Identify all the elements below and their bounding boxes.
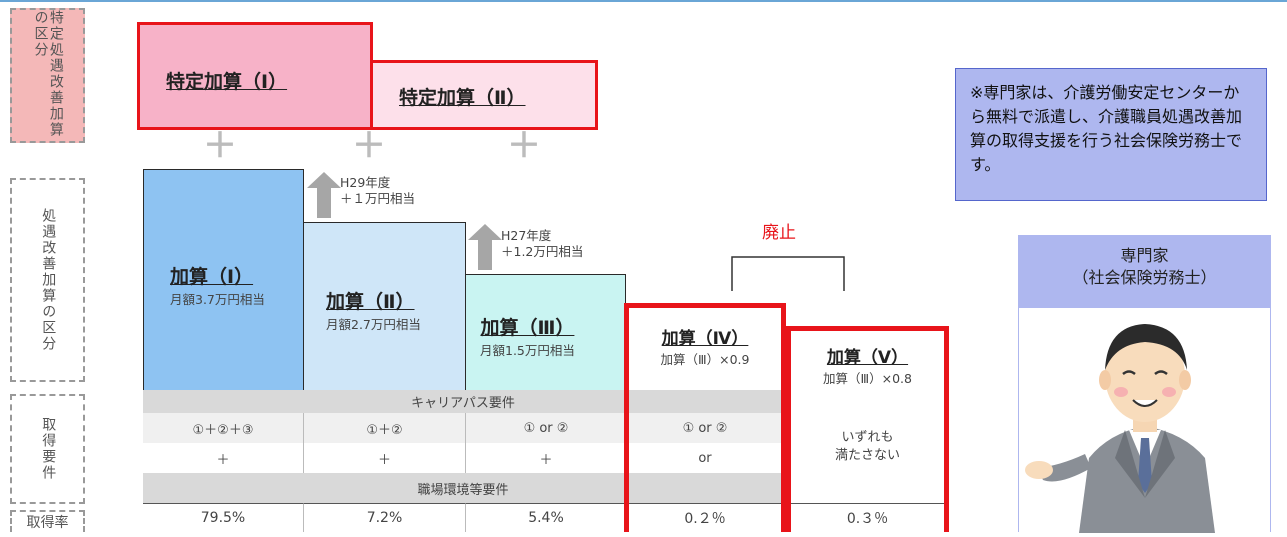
- rate-value: 7.2%: [366, 510, 403, 526]
- rate-value: 79.5%: [200, 510, 246, 526]
- rate-cell: 0.２％: [629, 503, 781, 532]
- haishi-label: 廃止: [762, 223, 796, 243]
- kasan-4-column: 加算（Ⅳ） 加算（Ⅲ）×0.9 ① or ② or 0.２％: [624, 303, 786, 532]
- joiner-text: ＋: [216, 452, 230, 468]
- expert-note-box: ※専門家は、介護労働安定センターから無料で派遣し、介護職員処遇改善加算の取得支援…: [955, 68, 1267, 201]
- kasan-5-column: 加算（Ⅴ） 加算（Ⅲ）×0.8 いずれも 満たさない 0.３％: [786, 326, 949, 532]
- requirement-combo-cell: ① or ②: [466, 413, 626, 443]
- requirement-combo-cell: ①＋②＋③: [143, 413, 304, 443]
- label-shogu-kubun: 処遇改善加算の区分: [10, 178, 85, 382]
- kasan-3-title: 加算（Ⅲ）: [480, 317, 575, 339]
- kasan-4-title: 加算（Ⅳ）: [661, 329, 749, 349]
- expert-person-icon: [1025, 324, 1215, 533]
- label-shutoku-yoken: 取得要件: [10, 394, 85, 504]
- label-rate: 取得率: [10, 510, 85, 532]
- label-rate-text: 取得率: [26, 515, 69, 531]
- kasan-2-column: 加算（Ⅱ） 月額2.7万円相当: [304, 222, 466, 390]
- career-path-band: キャリアパス要件: [143, 390, 783, 413]
- kasan-4-sub: 加算（Ⅲ）×0.9: [660, 352, 750, 367]
- requirement-joiner-cell: ＋: [466, 443, 626, 473]
- kasan-2-sub: 月額2.7万円相当: [326, 317, 421, 332]
- label-shogu-text: 処遇改善加算の区分: [40, 208, 57, 352]
- combo-text: ①＋②＋③: [192, 422, 254, 438]
- kasan-3-column: 加算（Ⅲ） 月額1.5万円相当: [466, 274, 626, 390]
- expert-image-frame: [1018, 307, 1271, 533]
- expert-title-box: 専門家 （社会保険労務士）: [1018, 235, 1271, 307]
- kasan-1-column: 加算（Ⅰ） 月額3.7万円相当: [143, 169, 304, 390]
- rate-value: 0.２％: [684, 511, 726, 527]
- expert-role: （社会保険労務士）: [1072, 268, 1217, 288]
- label-shutoku-text: 取得要件: [40, 417, 57, 481]
- expert-title: 専門家: [1120, 246, 1169, 265]
- rate-value: 5.4%: [528, 510, 564, 526]
- label-tokutei-kubun: 特定処遇改善加算の区分: [10, 8, 85, 143]
- kasan-3-sub: 月額1.5万円相当: [480, 343, 575, 358]
- none-line-2: 満たさない: [834, 448, 900, 464]
- kasan-1-sub: 月額3.7万円相当: [170, 292, 265, 307]
- rate-value: 0.３％: [846, 511, 889, 527]
- kasan-5-sub: 加算（Ⅲ）×0.8: [823, 371, 912, 386]
- combo-text: ① or ②: [523, 420, 569, 436]
- expert-note-text: ※専門家は、介護労働安定センターから無料で派遣し、介護職員処遇改善加算の取得支援…: [970, 83, 1243, 174]
- rate-cell: 7.2%: [304, 503, 466, 532]
- none-requirement: いずれも 満たさない: [791, 429, 944, 465]
- h27-note: H27年度 ＋1.2万円相当: [501, 228, 583, 259]
- h29-note: H29年度 ＋１万円相当: [340, 175, 415, 206]
- combo-text: ① or ②: [682, 420, 728, 436]
- kasan-5-title: 加算（Ⅴ）: [826, 348, 909, 368]
- requirement-joiner-cell: ＋: [304, 443, 466, 473]
- up-arrow-icon: [468, 224, 502, 270]
- tokutei-two-box: 特定加算（Ⅱ）: [370, 60, 598, 130]
- none-line-1: いずれも: [841, 430, 894, 445]
- label-tokutei-text: 特定処遇改善加算の区分: [32, 10, 64, 138]
- h29-amount: ＋１万円相当: [340, 190, 416, 206]
- tokutei-one-box: 特定加算（Ⅰ）: [137, 22, 373, 130]
- top-accent-line: [0, 0, 1287, 2]
- combo-text: ①＋②: [366, 422, 403, 438]
- tokutei-one-label: 特定加算（Ⅰ）: [166, 71, 288, 93]
- rate-cell: 79.5%: [143, 503, 304, 532]
- up-arrow-icon: [307, 172, 341, 218]
- plus-icon: ＋: [507, 126, 541, 166]
- requirement-joiner-cell: or: [629, 443, 781, 473]
- kasan-2-title: 加算（Ⅱ）: [326, 291, 415, 313]
- joiner-text: or: [698, 450, 712, 466]
- joiner-text: ＋: [539, 452, 553, 468]
- requirement-joiner-cell: ＋: [143, 443, 304, 473]
- tokutei-two-label: 特定加算（Ⅱ）: [399, 87, 526, 109]
- rate-cell: 0.３％: [791, 503, 944, 532]
- h27-amount: ＋1.2万円相当: [501, 243, 584, 259]
- h29-year: H29年度: [340, 175, 391, 190]
- shokuba-label: 職場環境等要件: [417, 482, 509, 498]
- plus-icon: ＋: [203, 126, 237, 166]
- haishi-bracket: [731, 256, 845, 291]
- kasan-1-title: 加算（Ⅰ）: [170, 266, 254, 288]
- plus-icon: ＋: [352, 126, 386, 166]
- joiner-text: ＋: [377, 452, 391, 468]
- requirement-combo-cell: ①＋②: [304, 413, 466, 443]
- requirement-combo-cell: ① or ②: [629, 413, 781, 443]
- career-path-label: キャリアパス要件: [411, 396, 515, 411]
- h27-year: H27年度: [501, 228, 552, 243]
- rate-cell: 5.4%: [466, 503, 626, 532]
